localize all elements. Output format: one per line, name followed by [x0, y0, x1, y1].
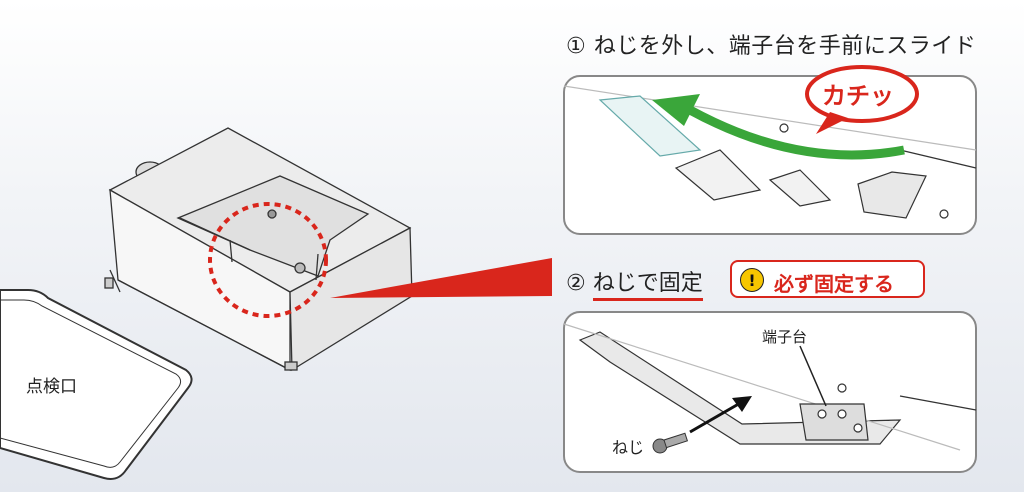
- step2-number: ②: [566, 271, 586, 296]
- callout-wedge: [330, 258, 552, 298]
- screw-icon: [652, 432, 689, 454]
- warning-text: 必ず固定する: [774, 272, 894, 296]
- screw-label: ねじ: [612, 438, 645, 457]
- warning-box: ! 必ず固定する: [730, 260, 925, 298]
- exclamation-icon: !: [740, 268, 764, 292]
- step1-title: ① ねじを外し、端子台を手前にスライド: [566, 34, 977, 59]
- step2-text: ねじで固定: [592, 271, 703, 301]
- inspection-port-label: 点検口: [26, 377, 77, 397]
- click-sound-label: カチッ: [822, 82, 894, 110]
- slide-arrow: [687, 106, 905, 160]
- step2-title: ② ねじで固定: [566, 265, 703, 301]
- fan-unit: [104, 127, 413, 372]
- highlight-circle: [208, 202, 328, 318]
- terminal-block-label: 端子台: [762, 328, 808, 346]
- click-bubble: [805, 65, 919, 134]
